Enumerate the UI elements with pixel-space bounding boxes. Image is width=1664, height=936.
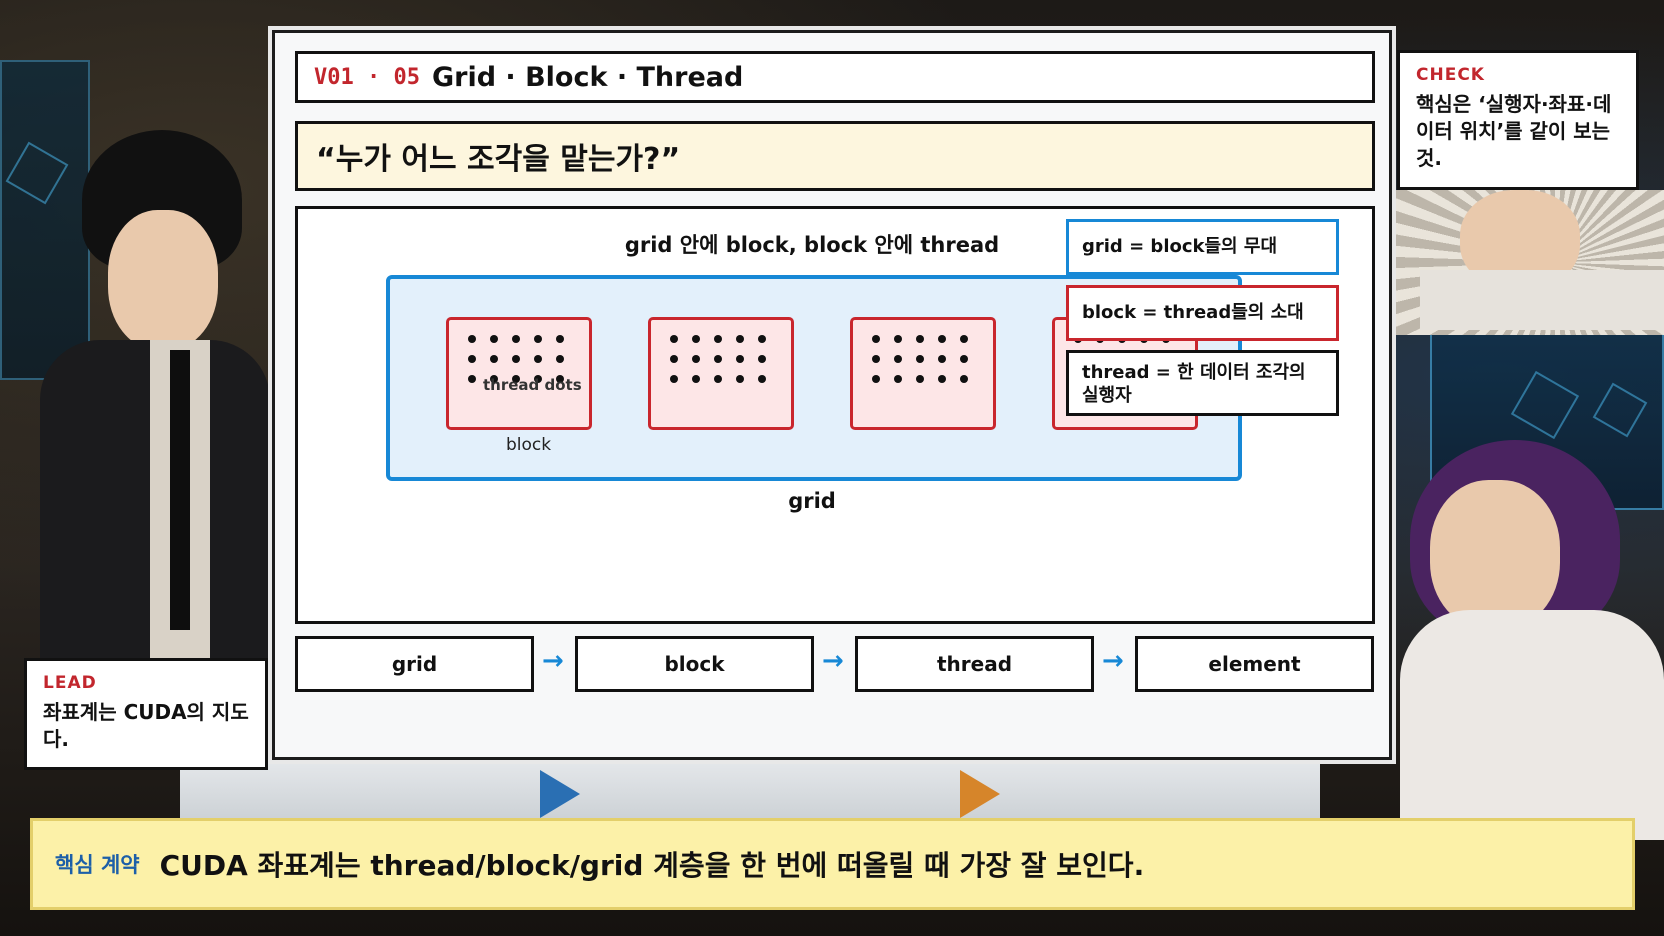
thread-dot bbox=[916, 335, 924, 343]
thread-dot bbox=[872, 355, 880, 363]
check-text: 핵심은 ‘실행자·좌표·데이터 위치’를 같이 보는 것. bbox=[1416, 92, 1612, 170]
caption-text: CUDA 좌표계는 thread/block/grid 계층을 한 번에 떠올릴… bbox=[159, 849, 1145, 882]
flow-step-element: element bbox=[1135, 636, 1374, 692]
thread-dot bbox=[468, 375, 476, 383]
thread-dot bbox=[556, 375, 564, 383]
thread-dot bbox=[468, 355, 476, 363]
thread-dot bbox=[960, 375, 968, 383]
character-right-top bbox=[1420, 190, 1664, 330]
thread-dot bbox=[894, 355, 902, 363]
thread-dots bbox=[468, 335, 566, 383]
hologram-screen-left bbox=[0, 60, 90, 380]
thread-dot bbox=[670, 335, 678, 343]
thread-dot bbox=[534, 355, 542, 363]
thread-dot bbox=[758, 375, 766, 383]
subtitle-caption: 핵심 계약 CUDA 좌표계는 thread/block/grid 계층을 한 … bbox=[30, 818, 1635, 910]
thread-dot bbox=[938, 335, 946, 343]
thread-dot bbox=[556, 335, 564, 343]
thread-dot bbox=[714, 375, 722, 383]
thread-dot bbox=[960, 335, 968, 343]
thread-dot bbox=[960, 355, 968, 363]
lead-tag: LEAD bbox=[43, 673, 97, 693]
arrow-right-icon: → bbox=[542, 646, 564, 676]
block-3 bbox=[850, 317, 996, 430]
thread-dot bbox=[872, 335, 880, 343]
thread-dot bbox=[490, 355, 498, 363]
thread-dot bbox=[534, 375, 542, 383]
flow-step-thread: thread bbox=[855, 636, 1094, 692]
thread-dot bbox=[938, 355, 946, 363]
thread-dot bbox=[714, 355, 722, 363]
lead-card: LEAD 좌표계는 CUDA의 지도다. bbox=[24, 658, 268, 770]
slide-quote: “누가 어느 조각을 맡는가?” bbox=[295, 121, 1375, 191]
thread-dot bbox=[490, 375, 498, 383]
thread-dot bbox=[736, 355, 744, 363]
thread-dots bbox=[670, 335, 768, 383]
background-process-strip bbox=[180, 760, 1320, 818]
thread-dot bbox=[872, 375, 880, 383]
background-arrow-blue-icon bbox=[540, 770, 580, 818]
hierarchy-diagram: grid 안에 block, block 안에 thread thread do… bbox=[295, 206, 1375, 624]
lead-text: 좌표계는 CUDA의 지도다. bbox=[43, 700, 249, 751]
thread-dot bbox=[758, 335, 766, 343]
callout-grid: grid = block들의 무대 bbox=[1066, 219, 1339, 275]
thread-dot bbox=[670, 355, 678, 363]
flow-step-block: block bbox=[575, 636, 814, 692]
thread-dot bbox=[736, 335, 744, 343]
slide-code: V01 · 05 bbox=[314, 64, 420, 90]
arrow-right-icon: → bbox=[1102, 646, 1124, 676]
thread-dot bbox=[916, 375, 924, 383]
caption-tag: 핵심 계약 bbox=[55, 853, 140, 877]
thread-dot bbox=[512, 355, 520, 363]
thread-dot bbox=[894, 335, 902, 343]
thread-dot bbox=[556, 355, 564, 363]
slide-title-bar: V01 · 05 Grid · Block · Thread bbox=[295, 51, 1375, 103]
diagram-heading: grid 안에 block, block 안에 thread bbox=[624, 233, 1000, 257]
hierarchy-flow: grid → block → thread → element bbox=[295, 636, 1375, 692]
thread-dot bbox=[916, 355, 924, 363]
check-card: CHECK 핵심은 ‘실행자·좌표·데이터 위치’를 같이 보는 것. bbox=[1397, 50, 1639, 190]
thread-dot bbox=[692, 355, 700, 363]
callout-thread: thread = 한 데이터 조각의 실행자 bbox=[1066, 350, 1339, 416]
thread-dot bbox=[736, 375, 744, 383]
thread-dots-label: thread dots bbox=[483, 376, 582, 394]
thread-dot bbox=[468, 335, 476, 343]
thread-dot bbox=[758, 355, 766, 363]
grid-label: grid bbox=[788, 489, 836, 513]
callout-block: block = thread들의 소대 bbox=[1066, 285, 1339, 341]
block-label: block bbox=[506, 435, 552, 455]
thread-dot bbox=[512, 375, 520, 383]
thread-dot bbox=[512, 335, 520, 343]
thread-dot bbox=[534, 335, 542, 343]
block-2 bbox=[648, 317, 794, 430]
block-1: thread dots bbox=[446, 317, 592, 430]
slide-title: Grid · Block · Thread bbox=[431, 61, 744, 93]
arrow-right-icon: → bbox=[822, 646, 844, 676]
check-tag: CHECK bbox=[1416, 65, 1485, 85]
thread-dot bbox=[894, 375, 902, 383]
character-right-bottom bbox=[1390, 440, 1664, 840]
thread-dot bbox=[670, 375, 678, 383]
thread-dot bbox=[938, 375, 946, 383]
thread-dot bbox=[692, 375, 700, 383]
flow-step-grid: grid bbox=[295, 636, 534, 692]
thread-dot bbox=[714, 335, 722, 343]
background-arrow-orange-icon bbox=[960, 770, 1000, 818]
thread-dot bbox=[692, 335, 700, 343]
lesson-slide: V01 · 05 Grid · Block · Thread “누가 어느 조각… bbox=[272, 30, 1392, 760]
thread-dots bbox=[872, 335, 970, 383]
thread-dot bbox=[490, 335, 498, 343]
